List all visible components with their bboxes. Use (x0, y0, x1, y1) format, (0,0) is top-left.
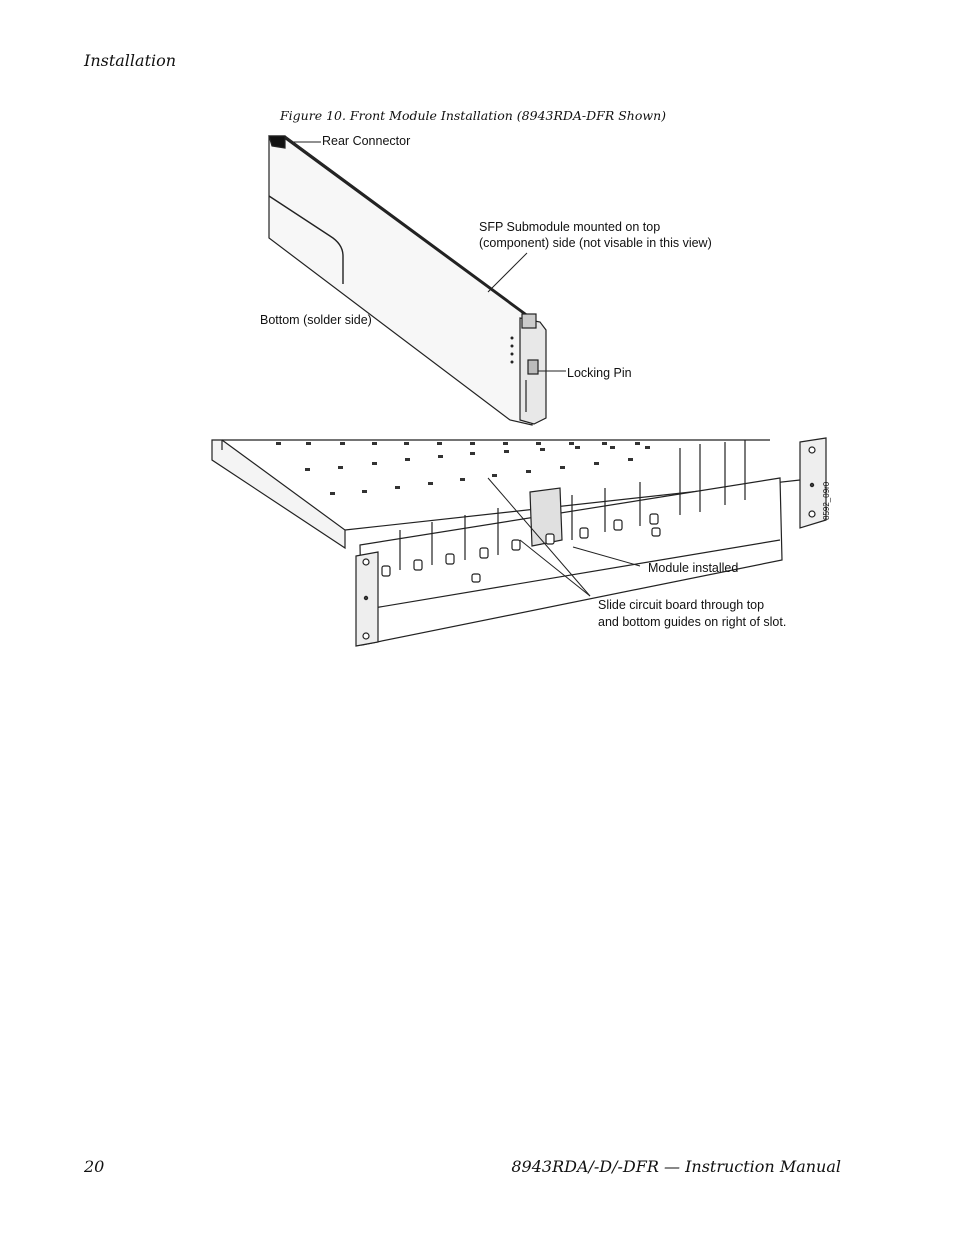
figure-caption: Figure 10. Front Module Installation (89… (280, 108, 667, 123)
callout-sfp-line1: SFP Submodule mounted on top (479, 220, 661, 234)
callout-slide-line1: Slide circuit board through top (598, 598, 765, 612)
frame-chassis-drawing (211, 437, 827, 647)
front-module-drawing (268, 135, 547, 426)
page-section-header: Installation (84, 51, 177, 70)
module-installation-illustration (211, 135, 827, 647)
page-number: 20 (84, 1157, 105, 1176)
callout-sfp-line2: (component) side (not visable in this vi… (479, 236, 712, 250)
drawing-id: 8592_09r0 (822, 481, 831, 520)
callout-rear-connector: Rear Connector (322, 134, 411, 148)
callout-locking-pin: Locking Pin (567, 366, 632, 380)
callout-slide-line2: and bottom guides on right of slot. (598, 615, 787, 629)
callout-bottom-solder-side: Bottom (solder side) (260, 313, 372, 327)
callout-module-installed: Module installed (648, 561, 739, 575)
manual-title: 8943RDA/-D/-DFR — Instruction Manual (511, 1157, 841, 1176)
callout-leader-lines (291, 141, 566, 372)
